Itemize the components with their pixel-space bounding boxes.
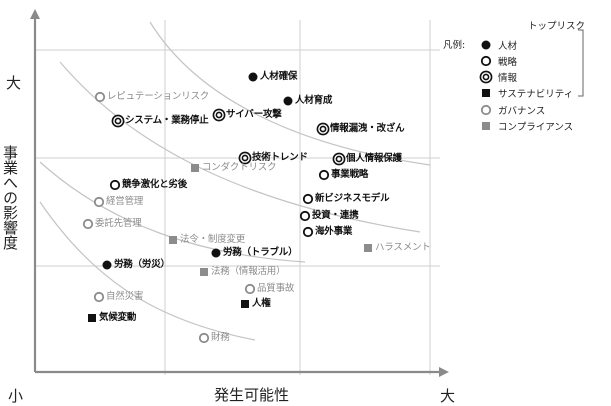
y-axis-high-label: 大: [6, 74, 22, 92]
risk-marker-12: [93, 196, 105, 208]
risk-label-7: 技術トレンド: [252, 152, 308, 163]
risk-marker-18: [364, 244, 372, 252]
risk-label-4: システム・業務停止: [125, 115, 209, 126]
risk-label-10: 事業戦略: [331, 169, 369, 180]
risk-marker-5: [212, 108, 226, 122]
risk-label-17: 法令・制度変更: [180, 234, 246, 245]
risk-label-11: 競争激化と劣後: [122, 179, 188, 190]
band-curve-2: [59, 61, 421, 233]
risk-marker-21: [200, 268, 208, 276]
risk-marker-23: [93, 291, 105, 303]
risk-marker-20: [102, 260, 112, 270]
risk-marker-3: [94, 91, 106, 103]
legend-label-1: 人材: [498, 41, 518, 52]
risk-marker-9: [191, 164, 199, 172]
x-axis-label: 発生可能性: [214, 386, 290, 404]
risk-marker-22: [244, 283, 256, 295]
legend-marker-5: [480, 104, 492, 116]
band-curve-3: [39, 161, 306, 263]
risk-marker-10: [318, 169, 330, 181]
risk-marker-8: [332, 152, 346, 166]
risk-label-1: 人材確保: [260, 71, 298, 82]
risk-label-2: 人材育成: [295, 95, 333, 106]
risk-marker-19: [211, 248, 221, 258]
risk-label-8: 個人情報保護: [346, 153, 402, 164]
risk-label-18: ハラスメント: [375, 242, 431, 253]
top-risk-label: トップリスク: [528, 21, 586, 32]
risk-marker-2: [283, 96, 293, 106]
risk-label-23: 自然災害: [106, 291, 144, 302]
risk-marker-24: [241, 300, 249, 308]
legend-label-2: 戦略: [498, 57, 518, 68]
risk-marker-26: [198, 332, 210, 344]
risk-label-21: 法務（情報活用）: [211, 266, 286, 277]
top-risk-bracket: [578, 29, 584, 97]
band-curve-4: [39, 201, 256, 341]
legend-marker-6: [482, 122, 490, 130]
risk-marker-4: [111, 114, 125, 128]
risk-label-24: 人権: [252, 298, 271, 309]
risk-marker-1: [248, 72, 258, 82]
x-axis-high-label: 大: [440, 387, 456, 405]
grid-lines: [35, 20, 440, 375]
band-curve-1: [149, 21, 431, 166]
risk-marker-11: [109, 179, 121, 191]
risk-marker-14: [82, 218, 94, 230]
legend-marker-3: [479, 70, 493, 84]
risk-marker-13: [302, 193, 314, 205]
x-axis-low-label: 小: [8, 387, 24, 405]
y-axis-label: 事業への影響度: [1, 145, 19, 250]
legend-marker-1: [481, 40, 491, 50]
risk-label-6: 情報漏洩・改ざん: [330, 123, 405, 134]
risk-label-3: レピュテーションリスク: [107, 91, 210, 102]
risk-marker-7: [238, 151, 252, 165]
risk-label-22: 品質事故: [257, 283, 295, 294]
risk-label-26: 財務: [211, 332, 230, 343]
legend-marker-2: [480, 55, 492, 67]
risk-label-5: サイバー攻撃: [226, 109, 282, 120]
risk-label-13: 新ビジネスモデル: [315, 193, 390, 204]
risk-label-12: 経営管理: [106, 196, 144, 207]
axes: [30, 9, 449, 377]
risk-label-9: コンダクトリスク: [202, 162, 277, 173]
marker-layer: [82, 72, 372, 344]
risk-label-16: 海外事業: [315, 226, 353, 237]
risk-marker-17: [169, 236, 177, 244]
legend-label-3: 情報: [498, 73, 518, 84]
risk-label-15: 投資・連携: [312, 210, 359, 221]
risk-label-19: 労務（トラブル）: [223, 247, 298, 258]
risk-label-25: 気候変動: [99, 312, 137, 323]
risk-marker-6: [316, 122, 330, 136]
legend-title: 凡例:: [443, 40, 466, 51]
risk-label-20: 労務（労災）: [114, 259, 170, 270]
risk-marker-25: [88, 314, 96, 322]
legend-label-5: ガバナンス: [498, 106, 546, 117]
legend-label-4: サステナビリティ: [498, 89, 574, 100]
risk-marker-15: [299, 210, 311, 222]
legend-label-6: コンプライアンス: [498, 122, 574, 133]
risk-marker-16: [302, 226, 314, 238]
legend-marker-4: [482, 89, 490, 97]
risk-label-14: 委託先管理: [95, 218, 142, 229]
risk-band-curves: [39, 21, 431, 341]
